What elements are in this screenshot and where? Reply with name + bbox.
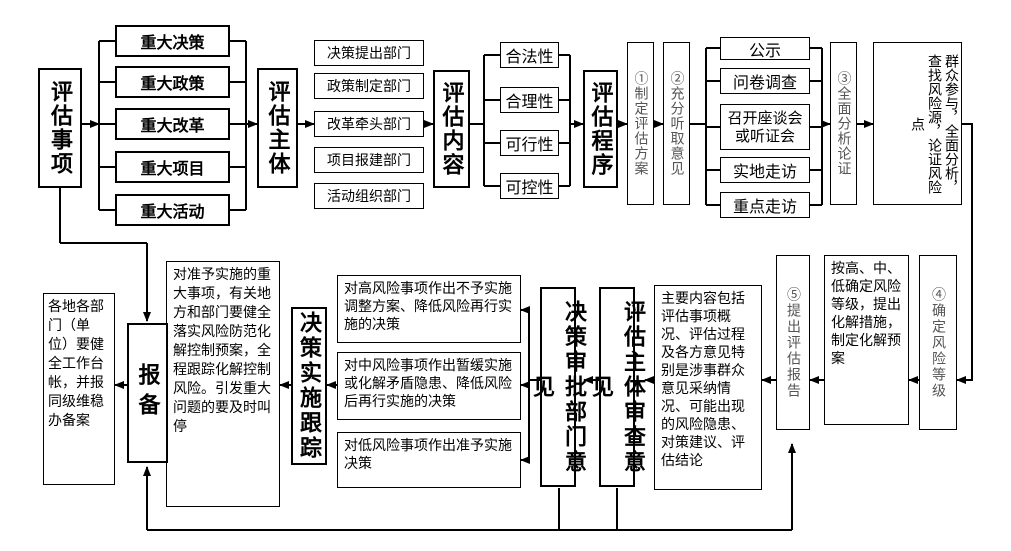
tracking-text-box: 对准予实施的重大事项，有关地方和部门要健全落实风险防范化解控制预案，全程跟踪化解… (166, 261, 280, 507)
step-1-make-plan: ①制定评估方案 (627, 42, 654, 205)
criterion-feasibility: 可行性 (500, 130, 559, 156)
item-major-reform: 重大改革 (115, 108, 230, 140)
decision-approval-box: 决策审批部门意见 (529, 287, 587, 487)
item-major-activity: 重大活动 (115, 194, 230, 226)
step-2-listen-opinions: ②充分听取意见 (663, 42, 690, 205)
high-risk-outcome: 对高风险事项作出不予实施调整方案、降低风险再行实施的决策 (337, 275, 521, 343)
evaluation-item-box: 评估事项 (38, 68, 82, 188)
criterion-legality: 合法性 (500, 42, 559, 68)
filing-box: 报备 (127, 323, 168, 463)
method-publicity: 公示 (720, 37, 810, 60)
low-risk-outcome: 对低风险事项作出准予实施决策 (337, 432, 521, 488)
method-key-visit: 重点走访 (720, 192, 810, 218)
evaluation-content-box: 评估内容 (433, 70, 470, 188)
subject-review-box: 评估主体审查意见 (588, 287, 646, 487)
dept-project-filing: 项目报建部门 (314, 147, 424, 173)
step-3-analysis: ③全面分析论证 (830, 42, 857, 205)
dept-policy-making: 政策制定部门 (314, 73, 424, 99)
step-5-report: ⑤提出评估报告 (776, 255, 810, 430)
item-major-project: 重大项目 (115, 151, 230, 183)
evaluation-subject-box: 评估主体 (257, 68, 298, 188)
dept-activity-organizing: 活动组织部门 (314, 183, 424, 209)
method-field-visit: 实地走访 (720, 157, 810, 183)
item-major-policy: 重大政策 (115, 66, 230, 98)
medium-risk-outcome: 对中风险事项作出暂缓实施或化解矛盾隐患、降低风险后再行实施的决策 (337, 352, 521, 420)
step-4-risk-level: ④确定风险等级 (919, 255, 957, 430)
risk-grading-text: 按高、中、低确定风险等级，提出化解措施，制定化解预案 (824, 255, 909, 425)
filing-text-box: 各地各部门（单位）要健全工作台帐，并报同级维稳办备案 (43, 293, 115, 485)
criterion-rationality: 合理性 (500, 87, 559, 113)
criterion-controllability: 可控性 (500, 173, 559, 199)
method-hearing: 召开座谈会或听证会 (720, 104, 810, 150)
method-questionnaire: 问卷调查 (720, 68, 810, 94)
dept-reform-leading: 改革牵头部门 (314, 111, 424, 137)
item-major-decision: 重大决策 (115, 25, 230, 57)
dept-decision-proposing: 决策提出部门 (314, 40, 424, 66)
evaluation-procedure-box: 评估程序 (583, 70, 618, 188)
analysis-text-box: 群众参与，全面分析，查找风险源，论证风险点 (873, 42, 962, 205)
report-content-text: 主要内容包括评估事项概况、评估过程及各方意见特别是涉事群众意见采纳情况、可能出现… (654, 285, 762, 490)
decision-tracking-box: 决策实施跟踪 (291, 307, 327, 465)
